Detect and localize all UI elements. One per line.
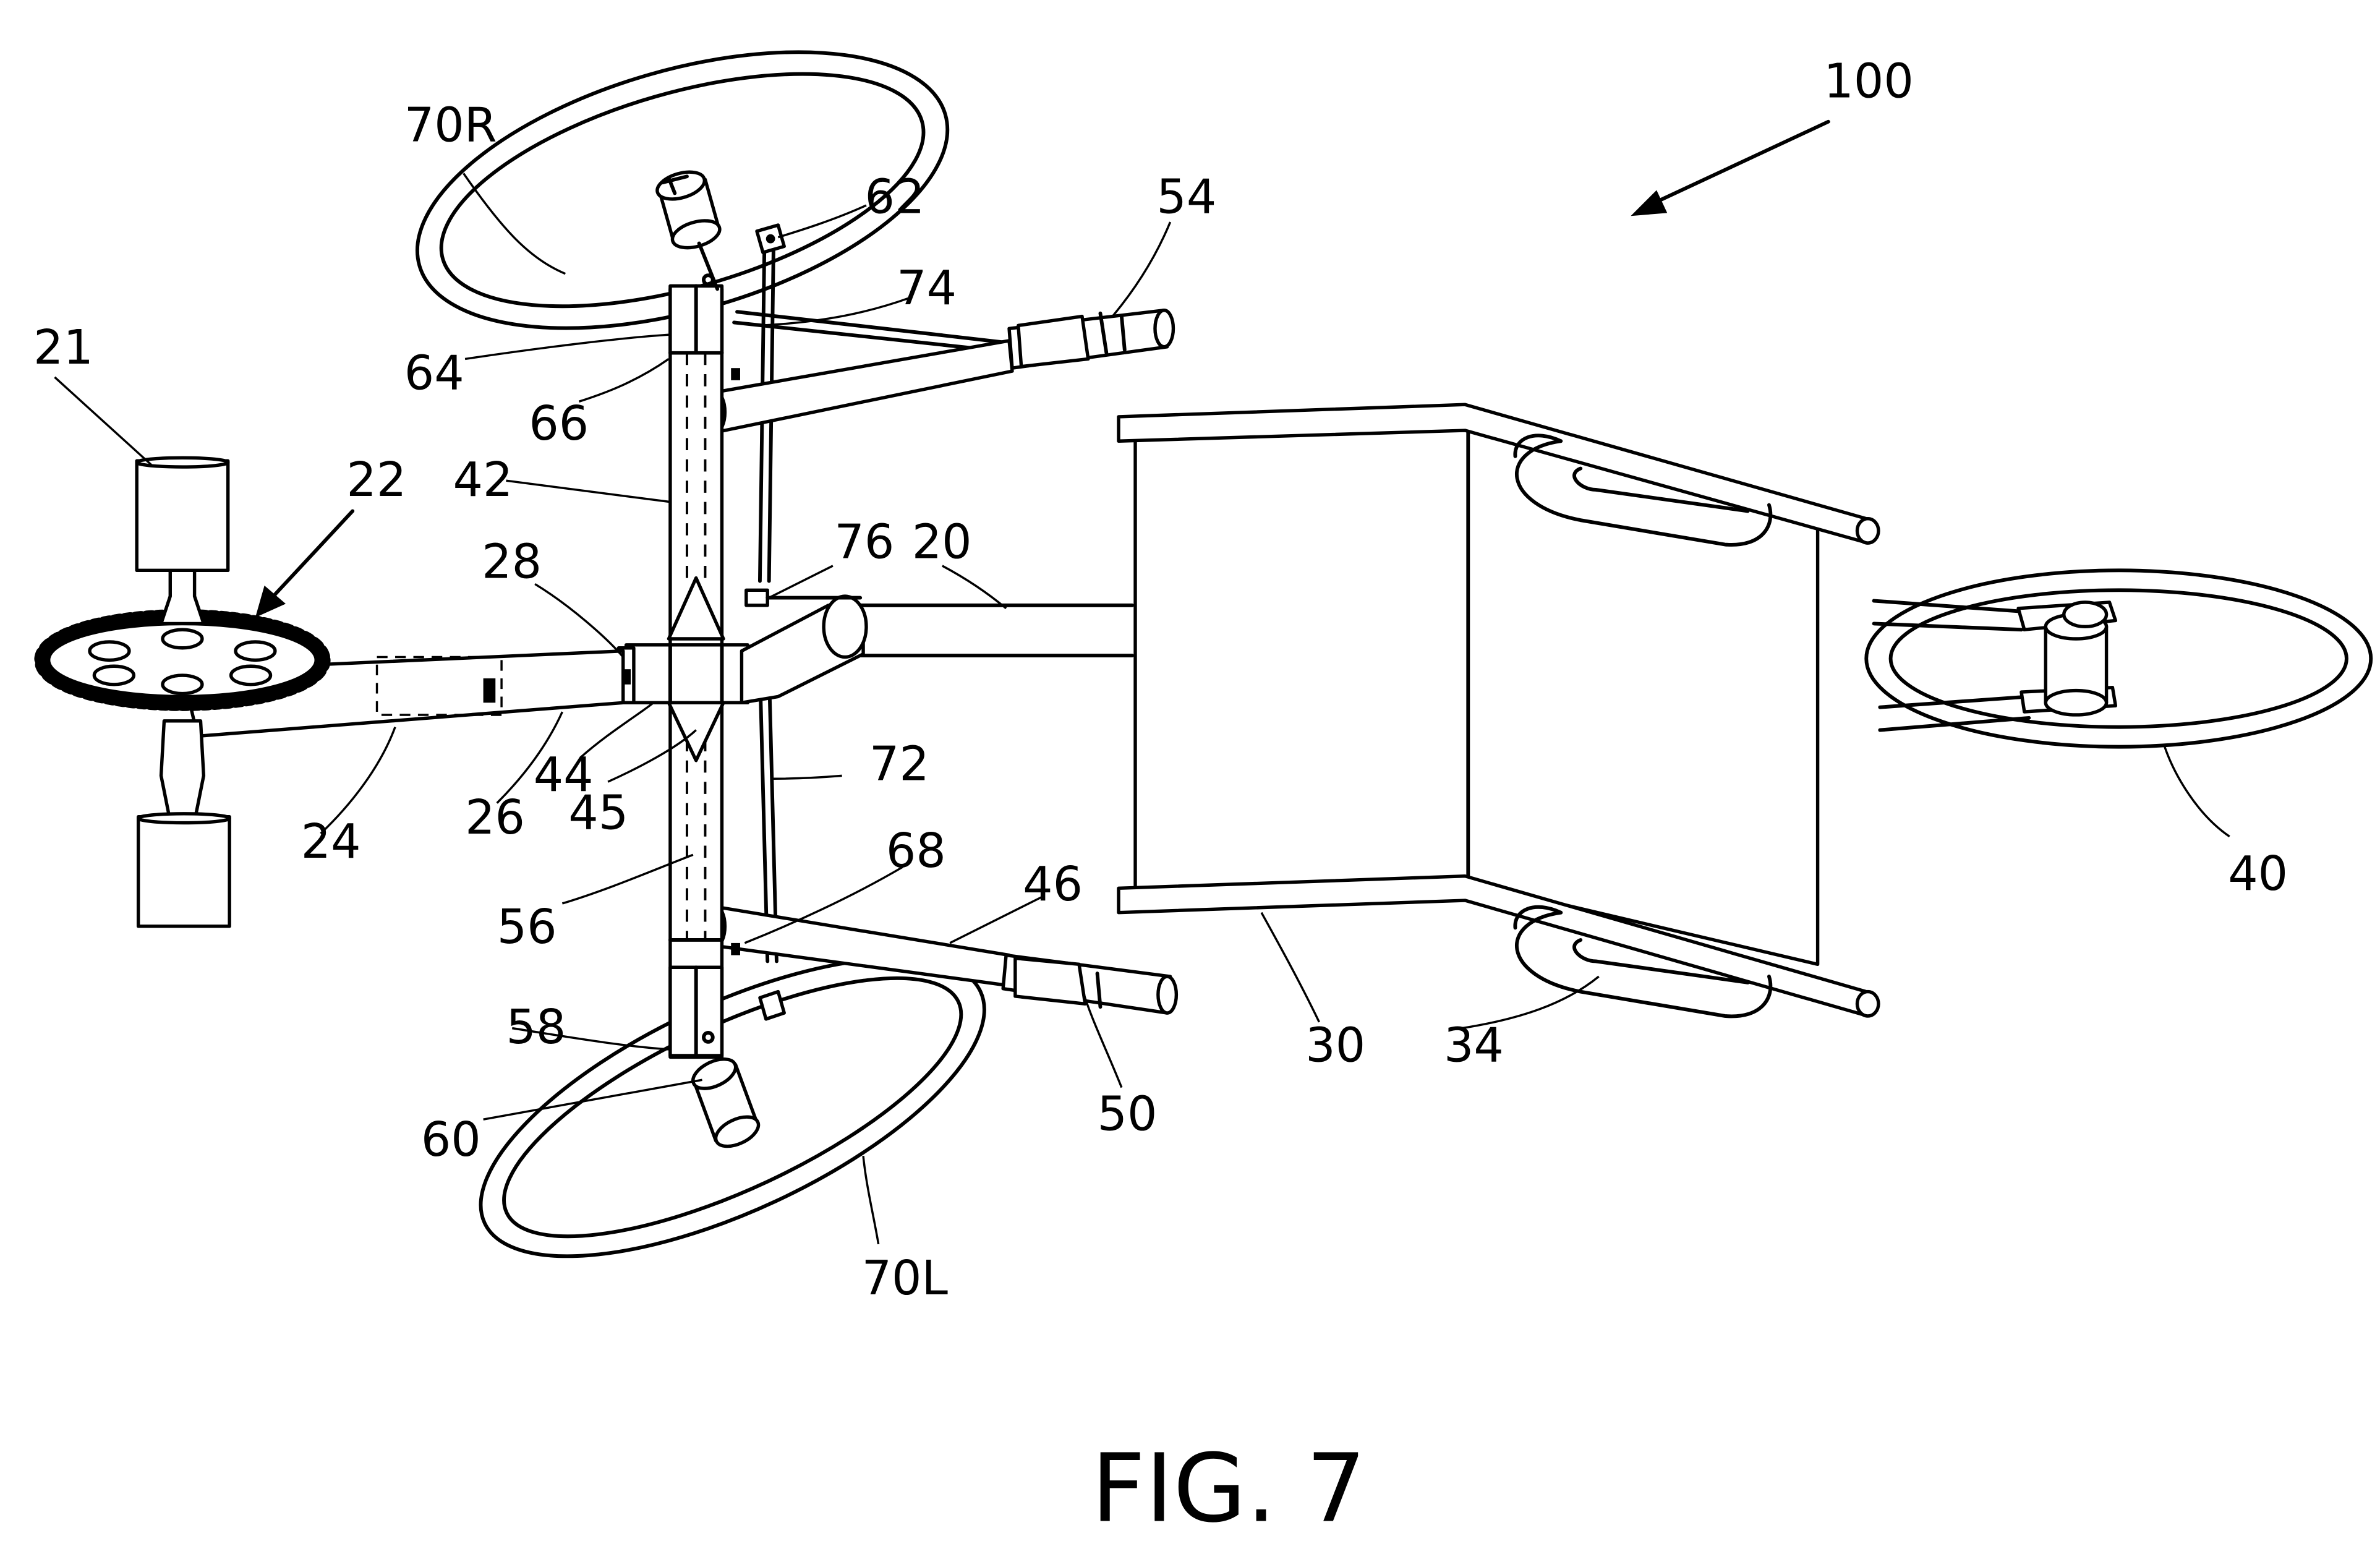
label-45: 45: [568, 785, 628, 840]
label-56: 56: [497, 899, 557, 954]
central-hub-44-45: [616, 576, 868, 762]
seat-frame-34-upper: [1513, 434, 1773, 547]
label-62: 62: [865, 169, 925, 224]
reference-labels: 100 70R 62 54 74 64 66 21 22 42 76 20 28…: [33, 53, 2288, 1305]
arrow-100: [1631, 119, 1830, 216]
label-70R: 70R: [404, 98, 497, 153]
label-54: 54: [1156, 169, 1216, 224]
handle-54: [1007, 309, 1175, 370]
left-wheel-70L: [479, 956, 986, 1258]
label-70L: 70L: [862, 1250, 949, 1305]
kingpin-64: [668, 241, 724, 355]
seat-frame-34-lower: [1513, 905, 1773, 1019]
rear-frame-tube-20: [858, 603, 1135, 658]
label-50: 50: [1098, 1086, 1158, 1141]
label-20: 20: [912, 515, 972, 570]
label-64: 64: [404, 346, 464, 401]
figure-caption: FIG. 7: [1091, 1433, 1366, 1543]
rear-wheel-hub: [2044, 600, 2109, 717]
label-58: 58: [506, 999, 566, 1054]
label-34: 34: [1444, 1018, 1504, 1073]
label-60: 60: [421, 1112, 481, 1167]
label-26: 26: [465, 790, 525, 845]
seat-30: [1117, 403, 1880, 1019]
label-100: 100: [1823, 53, 1913, 108]
label-76: 76: [834, 515, 894, 570]
right-wheel-hub: [655, 170, 722, 250]
handle-50: [1001, 953, 1179, 1015]
chainring-22: [34, 609, 331, 711]
kingpin-58: [668, 965, 724, 1057]
rear-coupling: [740, 594, 868, 705]
bracket-68: [731, 942, 786, 1021]
left-wheel-hub: [691, 1057, 761, 1148]
label-21: 21: [33, 320, 93, 375]
arrow-22: [255, 509, 355, 618]
bracket-62: [755, 223, 786, 254]
label-22: 22: [346, 452, 406, 507]
label-28: 28: [482, 534, 542, 589]
label-30: 30: [1305, 1018, 1365, 1073]
label-40: 40: [2228, 846, 2288, 901]
label-68: 68: [886, 823, 946, 878]
label-44: 44: [534, 747, 594, 802]
label-66: 66: [529, 396, 589, 451]
pin-76: [744, 588, 863, 607]
label-46: 46: [1023, 856, 1083, 912]
pedals-21: [135, 456, 231, 928]
bracket-66: [731, 368, 740, 380]
label-42: 42: [453, 452, 513, 507]
label-24: 24: [301, 814, 361, 869]
rear-wheel-40: [1864, 568, 2373, 749]
leader-lines: [54, 173, 2230, 1245]
label-74: 74: [897, 260, 957, 315]
label-72: 72: [869, 737, 929, 792]
crank-spindle: [159, 564, 206, 823]
